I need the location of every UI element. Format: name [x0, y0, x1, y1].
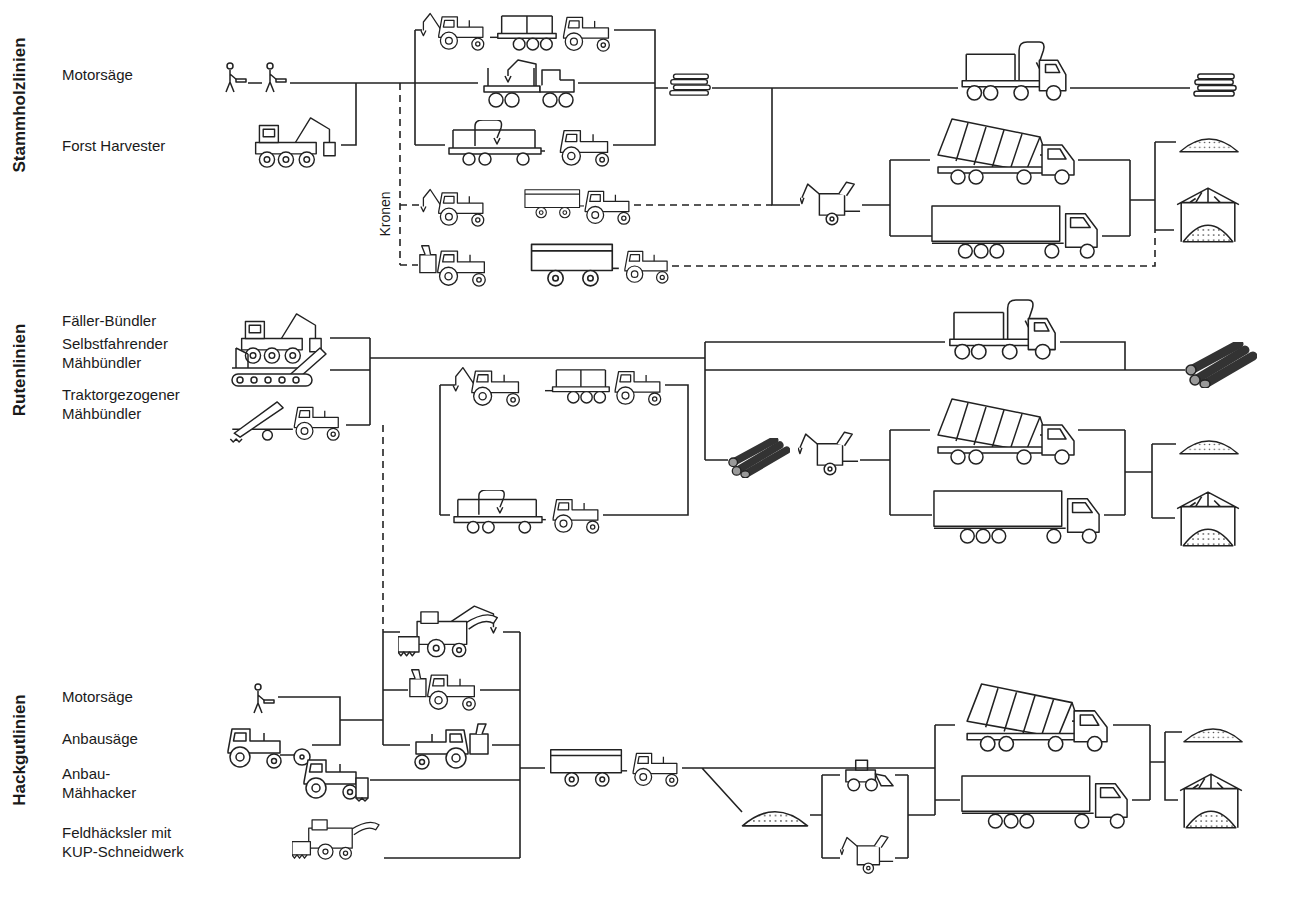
machine-label: Forst Harvester [62, 137, 232, 156]
machine-label: Feldhäcksler mit KUP-Schneidwerk [62, 824, 202, 862]
machine-label: Fäller-Bündler [62, 312, 222, 331]
machine-label: Motorsäge [62, 66, 222, 85]
machine-label: Traktorgezogener Mähbündler [62, 386, 202, 424]
row-title: Rutenlinien [9, 324, 30, 417]
process-lines [248, 30, 1190, 858]
row-title: Hackgutlinien [9, 694, 30, 805]
branch-label: Kronen [377, 191, 395, 236]
row-title: Stammholzlinien [9, 37, 30, 172]
machine-label: Anbausäge [62, 730, 212, 749]
dashed-lines [383, 83, 1155, 632]
machine-label: Motorsäge [62, 688, 222, 707]
machine-label: Anbau- Mähhacker [62, 765, 162, 803]
machine-label: Selbstfahrender Mähbündler [62, 335, 202, 373]
machine-icons [226, 14, 1253, 874]
